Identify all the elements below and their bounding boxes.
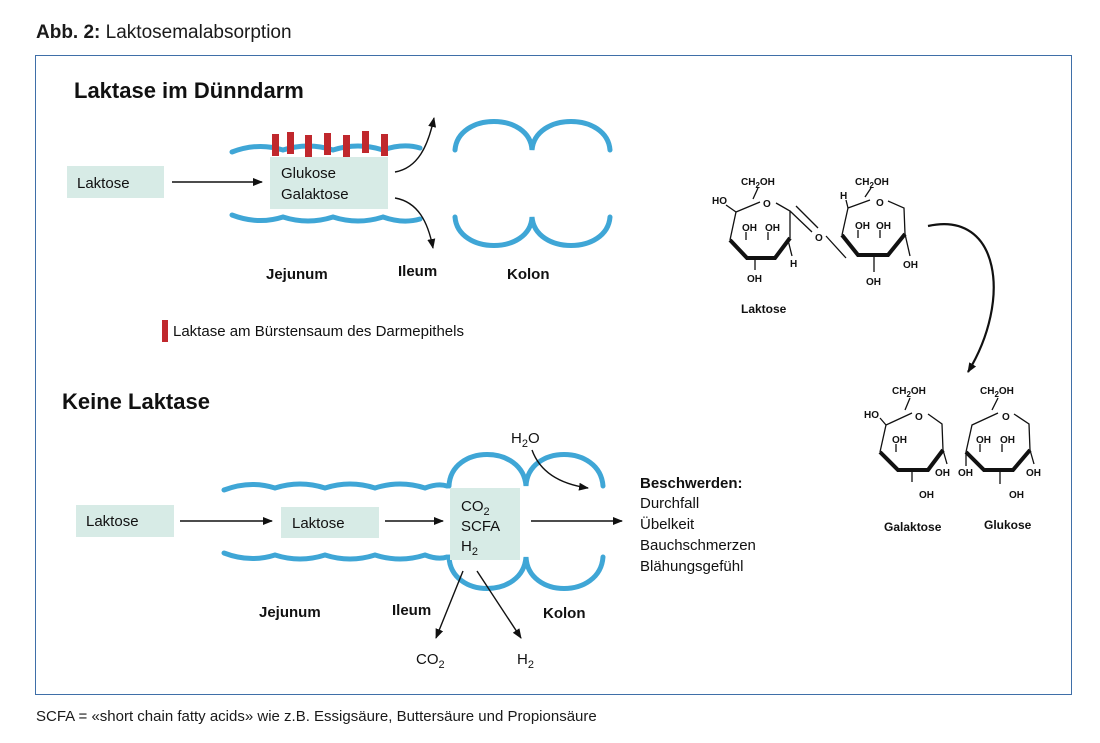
oh-label: OH — [919, 490, 934, 501]
oh-label: OH — [866, 277, 881, 288]
lactose-box-bottom-2 — [281, 507, 379, 538]
lactase-marker — [324, 133, 331, 155]
segment-jejunum-top: Jejunum — [266, 266, 328, 283]
heading-lactase-present: Laktase im Dünndarm — [74, 78, 304, 103]
absorption-arrow-down — [394, 197, 436, 249]
ch2oh-label: CH2OH — [892, 386, 926, 399]
absorption-arrow-up — [394, 117, 437, 173]
colon-bottom — [446, 452, 606, 591]
figure-label: Abb. 2: — [36, 22, 101, 43]
galactose-label: Galaktose — [281, 186, 349, 203]
glycosidic-oxygen: O — [815, 233, 823, 244]
lactose-box-bottom-1 — [76, 505, 174, 537]
galactose-name: Galaktose — [884, 520, 942, 534]
figure-frame — [35, 55, 1072, 695]
ring-oxygen: O — [915, 412, 923, 423]
lactose-structure: O CH2OH HO OH OH OH H O O CH2OH H OH OH … — [712, 177, 918, 316]
lactose-label-top: Laktose — [77, 175, 130, 192]
oh-label: OH — [855, 221, 870, 232]
oh-label: OH — [1009, 490, 1024, 501]
complaint-item: Übelkeit — [640, 515, 695, 533]
segment-ileum-top: Ileum — [398, 263, 437, 280]
ho-label: HO — [864, 410, 879, 421]
complaint-item: Bauchschmerzen — [640, 537, 756, 554]
complaint-item: Blähungsgefühl — [640, 558, 743, 575]
ring-oxygen: O — [1002, 412, 1010, 423]
figure-title: Laktosemalabsorption — [105, 22, 292, 43]
small-intestine-bottom — [221, 481, 450, 562]
legend-lactase-text: Laktase am Bürstensaum des Darmepithels — [173, 323, 464, 340]
segment-kolon-top: Kolon — [507, 266, 550, 283]
heading-no-lactase: Keine Laktase — [62, 389, 210, 414]
footnote: SCFA = «short chain fatty acids» wie z.B… — [36, 708, 597, 725]
h-label: H — [790, 259, 797, 270]
lactose-label-bottom-2: Laktose — [292, 515, 345, 532]
oh-label: OH — [742, 223, 757, 234]
legend-lactase-icon — [162, 320, 168, 342]
oh-label: OH — [976, 435, 991, 446]
ch2oh-label: CH2OH — [741, 177, 775, 190]
ch2oh-label: CH2OH — [980, 386, 1014, 399]
small-intestine-top — [229, 143, 423, 224]
colon-co2-label: CO2 — [461, 498, 490, 518]
complaints-heading: Beschwerden: — [640, 475, 743, 492]
oh-label: OH — [1000, 435, 1015, 446]
colon-top — [452, 119, 613, 248]
products-box — [270, 157, 388, 209]
lactase-marker — [305, 135, 312, 157]
oh-label: OH — [765, 223, 780, 234]
oh-label: OH — [1026, 468, 1041, 479]
segment-kolon-bottom: Kolon — [543, 605, 586, 622]
ch2oh-label: CH2OH — [855, 177, 889, 190]
lactase-marker — [287, 132, 294, 154]
h2-release-arrow — [476, 570, 522, 639]
co2-output-label: CO2 — [416, 651, 445, 671]
ring-oxygen: O — [876, 198, 884, 209]
lactase-enzyme-markers — [272, 131, 388, 157]
fermentation-box — [450, 488, 520, 560]
glucose-label: Glukose — [281, 165, 336, 182]
oh-label: OH — [747, 274, 762, 285]
glucose-structure: O CH2OH OH OH OH OH OH Glukose — [958, 386, 1041, 532]
complaint-item: Durchfall — [640, 495, 699, 512]
water-label: H2O — [511, 430, 540, 450]
galactose-structure: O CH2OH HO OH OH OH Galaktose — [864, 386, 950, 534]
oh-label: OH — [876, 221, 891, 232]
lactase-marker — [272, 134, 279, 156]
oh-label: OH — [935, 468, 950, 479]
ring-oxygen: O — [763, 199, 771, 210]
co2-release-arrow — [435, 570, 464, 639]
water-influx-arrow — [531, 449, 589, 491]
lactose-box-top — [67, 166, 164, 198]
ho-label: HO — [712, 196, 727, 207]
oh-label: OH — [958, 468, 973, 479]
hydrolysis-arrow — [927, 223, 995, 373]
segment-ileum-bottom: Ileum — [392, 602, 431, 619]
h2-output-label: H2 — [517, 651, 534, 671]
lactose-name: Laktose — [741, 302, 787, 316]
oh-label: OH — [892, 435, 907, 446]
segment-jejunum-bottom: Jejunum — [259, 604, 321, 621]
lactase-marker — [362, 131, 369, 153]
glucose-name: Glukose — [984, 518, 1032, 532]
colon-scfa-label: SCFA — [461, 518, 500, 535]
colon-h2-label: H2 — [461, 538, 478, 558]
figure-caption: Abb. 2: Laktosemalabsorption — [36, 22, 292, 44]
lactase-marker — [381, 134, 388, 156]
h-label: H — [840, 191, 847, 202]
oh-label: OH — [903, 260, 918, 271]
lactase-marker — [343, 135, 350, 157]
lactose-label-bottom-1: Laktose — [86, 513, 139, 530]
